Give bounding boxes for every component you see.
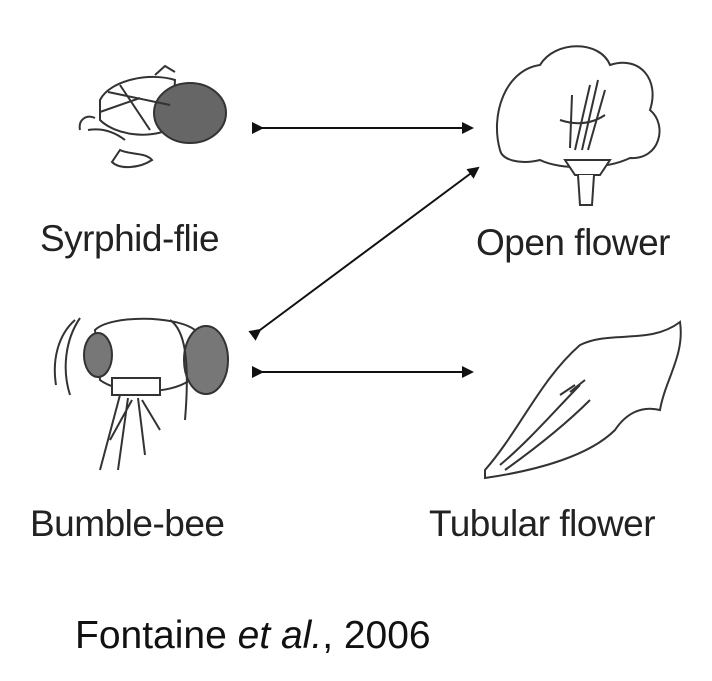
citation-year: , 2006 [322, 614, 430, 657]
bumble-bee-icon [55, 318, 228, 470]
tubular-flower-label: Tubular flower [429, 503, 655, 545]
citation-etal: et al. [238, 614, 323, 657]
citation: Fontaine et al., 2006 [75, 614, 431, 658]
citation-authors: Fontaine [75, 614, 227, 657]
bumble-bee-label: Bumble-bee [30, 503, 225, 545]
tubular-flower-icon [485, 322, 681, 478]
open-flower-icon [497, 46, 660, 205]
open-flower-label: Open flower [476, 222, 670, 264]
syrphid-fly-label: Syrphid-flie [40, 218, 219, 260]
syrphid-fly-icon [80, 66, 226, 167]
arrow-bumble-open [260, 168, 478, 330]
